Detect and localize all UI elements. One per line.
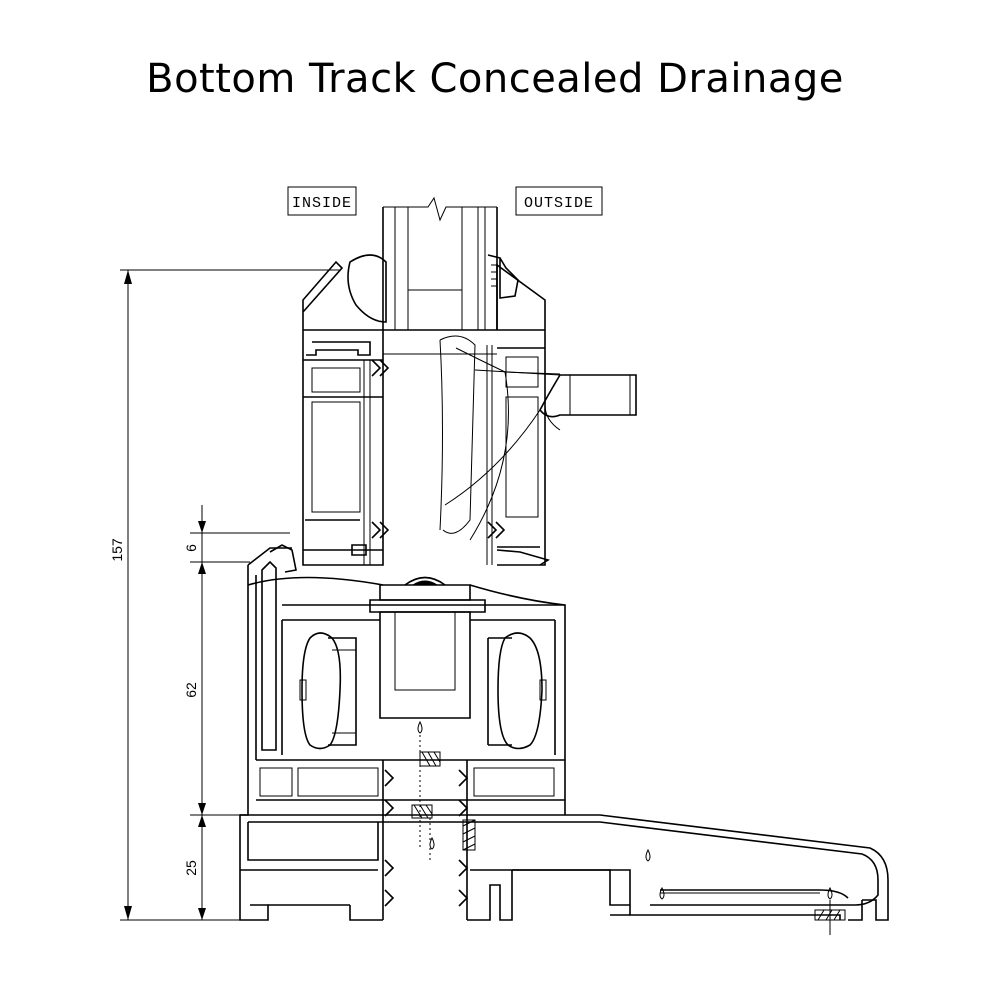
dim-gap: 6 xyxy=(183,544,199,552)
bottom-track xyxy=(239,544,833,921)
svg-text:INSIDE: INSIDE xyxy=(292,195,352,212)
page-title: Bottom Track Concealed Drainage xyxy=(146,56,844,102)
svg-text:OUTSIDE: OUTSIDE xyxy=(524,195,594,212)
inside-label: INSIDE xyxy=(287,186,357,216)
sill-base xyxy=(240,814,889,935)
dim-total: 157 xyxy=(109,538,125,562)
glass-unit xyxy=(347,196,519,331)
roller-assembly xyxy=(299,576,547,750)
sash-frame xyxy=(302,260,637,566)
dim-track: 62 xyxy=(183,682,199,698)
outside-label: OUTSIDE xyxy=(515,186,603,216)
dimension-lines xyxy=(120,269,340,921)
dim-base: 25 xyxy=(183,860,199,876)
